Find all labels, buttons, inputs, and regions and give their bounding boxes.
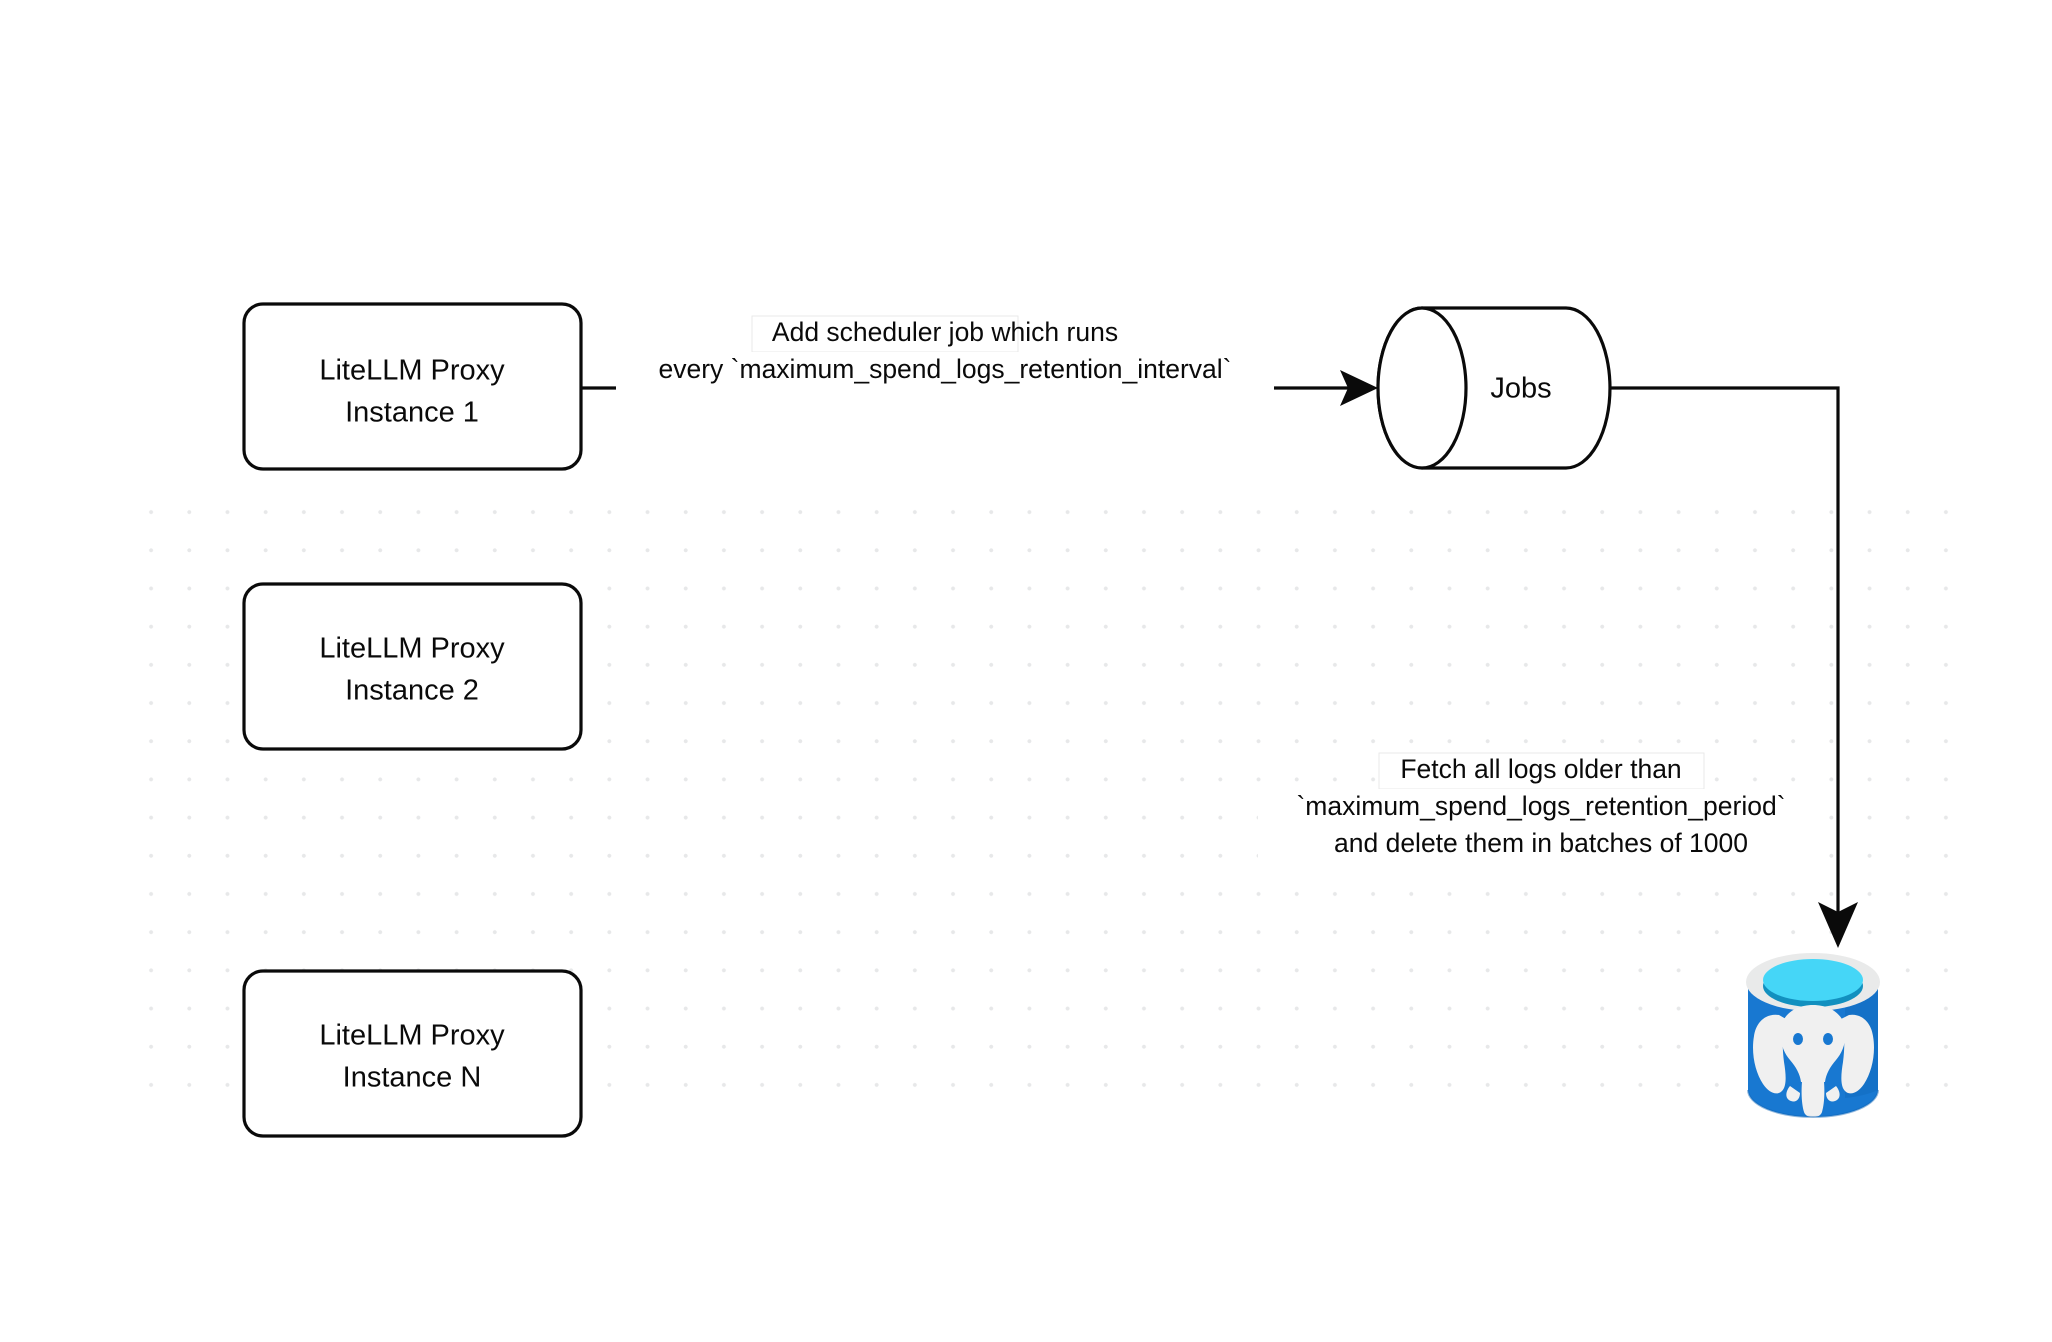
node-proxy-instance-n-line1: LiteLLM Proxy bbox=[319, 1020, 505, 1052]
edge-jobs-to-postgres-label: Fetch all logs older than `maximum_spend… bbox=[1258, 752, 1825, 865]
postgres-bottom-edge bbox=[1747, 1089, 1879, 1118]
node-proxy-instance-n-line2: Instance N bbox=[343, 1062, 482, 1094]
node-proxy-instance-n[interactable]: LiteLLM Proxy Instance N bbox=[242, 969, 583, 1138]
node-proxy-instance-1-line2: Instance 1 bbox=[345, 397, 479, 429]
edge-proxy1-to-jobs-label: Add scheduler job which runs every `maxi… bbox=[616, 315, 1274, 390]
edge-label-2-lines-bg bbox=[1258, 789, 1825, 865]
postgres-elephant-icon bbox=[1753, 1005, 1874, 1118]
node-proxy-instance-2-line1: LiteLLM Proxy bbox=[319, 633, 505, 665]
node-proxy-instance-1[interactable]: LiteLLM Proxy Instance 1 bbox=[242, 302, 583, 471]
node-postgres-database-icon[interactable] bbox=[1746, 953, 1880, 1118]
node-proxy-instance-2-shape[interactable] bbox=[242, 582, 583, 751]
node-jobs-label: Jobs bbox=[1490, 373, 1551, 405]
postgres-elephant-eyes bbox=[1793, 1033, 1833, 1045]
node-jobs[interactable]: Jobs bbox=[1376, 306, 1612, 470]
edge-jobs-to-postgres-arrowhead bbox=[1818, 902, 1858, 948]
edge-proxy1-to-jobs-arrowhead bbox=[1340, 370, 1378, 406]
edge-jobs-to-postgres-line bbox=[1610, 386, 1840, 915]
edge-label-1-line2-bg bbox=[616, 352, 1274, 390]
edge-label-1-highlight bbox=[751, 315, 1019, 353]
edge-label-1-line-2: every `maximum_spend_logs_retention_inte… bbox=[659, 354, 1232, 384]
edge-jobs-to-postgres bbox=[1610, 386, 1858, 948]
edge-label-2-line-2: `maximum_spend_logs_retention_period` bbox=[1296, 791, 1785, 821]
edge-label-2-line-1: Fetch all logs older than bbox=[1400, 754, 1681, 784]
edge-label-1-line-1: Add scheduler job which runs bbox=[772, 317, 1118, 347]
postgres-liquid-surface bbox=[1763, 959, 1863, 1001]
node-proxy-instance-1-line1: LiteLLM Proxy bbox=[319, 355, 505, 387]
node-jobs-end-cap bbox=[1376, 306, 1468, 470]
edge-label-2-highlight bbox=[1378, 752, 1705, 790]
node-proxy-instance-2[interactable]: LiteLLM Proxy Instance 2 bbox=[242, 582, 583, 751]
edge-label-2-line-3: and delete them in batches of 1000 bbox=[1334, 828, 1748, 858]
node-proxy-instance-n-shape[interactable] bbox=[242, 969, 583, 1138]
node-proxy-instance-2-line2: Instance 2 bbox=[345, 675, 479, 707]
